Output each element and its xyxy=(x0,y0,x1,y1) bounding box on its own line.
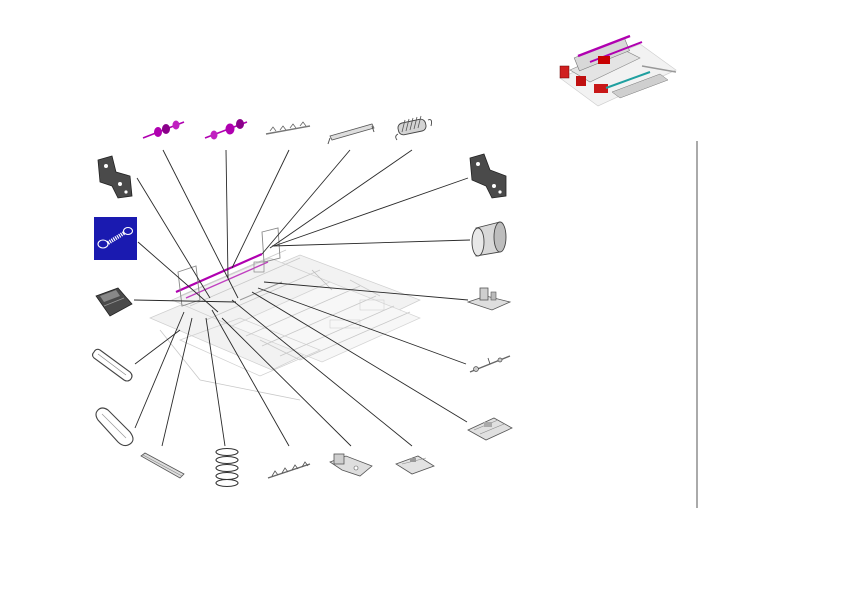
separation-pad-icon[interactable] xyxy=(467,417,513,441)
side-plate-icon[interactable] xyxy=(97,155,133,199)
rod-icon[interactable] xyxy=(140,452,185,479)
drive-belt-icon[interactable] xyxy=(91,348,133,382)
lever-bracket-icon[interactable] xyxy=(329,453,373,477)
gear-rack-icon[interactable] xyxy=(267,461,311,479)
extension-spring-icon[interactable] xyxy=(94,217,137,260)
roller-shaft-magenta-icon[interactable] xyxy=(142,120,185,139)
shield-plate-icon[interactable] xyxy=(95,287,133,317)
drive-belt-icon[interactable] xyxy=(95,407,134,447)
pressure-roller-icon[interactable] xyxy=(471,221,507,257)
compression-spring-icon[interactable] xyxy=(215,447,239,488)
bracket-mount-icon[interactable] xyxy=(466,287,512,311)
assembly-ghost xyxy=(149,227,421,401)
coil-spring-icon[interactable] xyxy=(395,115,433,141)
assembly-thumbnail[interactable] xyxy=(552,4,678,134)
leader-lines xyxy=(133,149,471,447)
roller-shaft-magenta-icon[interactable] xyxy=(204,119,248,140)
guide-bar-icon[interactable] xyxy=(327,123,375,145)
gear-rack-icon[interactable] xyxy=(265,121,311,135)
flat-spring-icon[interactable] xyxy=(395,455,435,475)
pin-shaft-icon[interactable] xyxy=(469,355,511,373)
side-plate-icon[interactable] xyxy=(469,153,507,199)
